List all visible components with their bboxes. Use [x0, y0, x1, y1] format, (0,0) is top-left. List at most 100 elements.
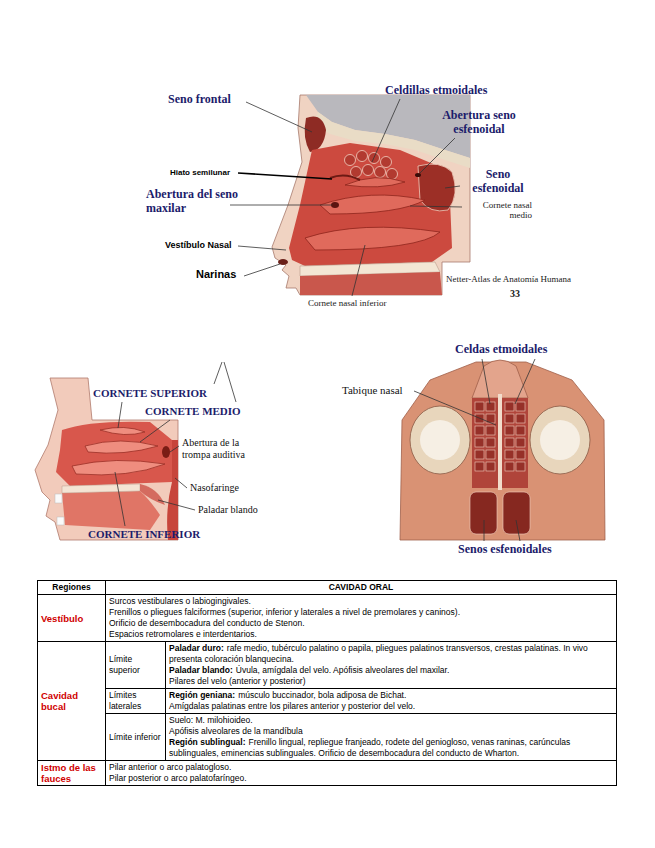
illustration-shape [115, 472, 125, 526]
table-text: Pilar anterior o arco palatogloso. [109, 762, 613, 773]
illustration-shape [72, 460, 165, 474]
illustration-shape [300, 272, 442, 295]
part-label: Tabique nasal [342, 384, 403, 397]
illustration-shape [505, 438, 514, 447]
illustration-shape [244, 264, 280, 276]
illustration-shape [167, 440, 178, 540]
illustration-shape [62, 484, 140, 493]
illustration-shape [516, 402, 525, 411]
axial-section-figure [400, 360, 605, 540]
table-cell: CAVIDAD ORAL [106, 581, 617, 595]
illustration-shape [375, 167, 386, 178]
illustration-shape [516, 438, 525, 447]
illustration-shape [224, 362, 236, 402]
table-cell: Pilar anterior o arco palatogloso. Pilar… [106, 761, 617, 786]
table-cell: Regiones [38, 581, 106, 595]
illustration-shape [62, 491, 160, 530]
illustration-shape [352, 245, 365, 296]
part-label: Cornete nasal inferior [308, 298, 386, 308]
sagittal-nose-figure [272, 95, 470, 295]
table-term: Región geniana: [169, 690, 235, 700]
part-label: CORNETE MEDIO [145, 405, 241, 418]
illustration-shape [320, 195, 425, 214]
illustration-shape [475, 438, 484, 447]
table-cell: Región geniana:músculo buccinador, bola … [166, 689, 617, 714]
illustration-shape [415, 173, 421, 177]
oral-cavity-table: Regiones CAVIDAD ORAL Vestíbulo Surcos v… [37, 580, 617, 786]
page-number: 33 [510, 288, 520, 300]
part-label: Abertura de la trompa auditiva [182, 437, 270, 460]
illustration-shape [410, 206, 462, 207]
illustration-shape [170, 446, 179, 452]
illustration-shape [530, 406, 590, 474]
table-term: Paladar duro: [169, 643, 224, 653]
illustration-shape [516, 414, 525, 423]
table-text: Orificio de desembocadura del conducto d… [109, 618, 613, 629]
illustration-shape [475, 402, 484, 411]
illustration-shape [158, 500, 195, 510]
part-label: Cornete nasal medio [466, 200, 532, 221]
part-label: Senos esfenoidales [458, 543, 552, 557]
illustration-shape [486, 438, 495, 447]
illustration-shape [381, 157, 392, 168]
illustration-shape [516, 450, 525, 459]
table-cell: Límite inferior [106, 714, 166, 761]
part-label: Nasofaringe [190, 482, 239, 494]
table-cell: Surcos vestibulares o labiogingivales. F… [106, 595, 617, 642]
table-text: Surcos vestibulares o labiogingivales. [109, 596, 613, 607]
table-cell: Suelo: M. milohioideo. Apófisis alveolar… [166, 714, 617, 761]
illustration-shape [516, 520, 520, 541]
illustration-shape [420, 420, 460, 460]
part-label: Seno frontal [168, 93, 231, 107]
illustration-shape [486, 462, 495, 471]
illustration-shape [305, 227, 440, 250]
part-label: Celdillas etmoidales [385, 84, 487, 98]
illustration-shape [330, 175, 360, 180]
illustration-shape [272, 95, 470, 295]
illustration-shape [175, 478, 187, 488]
table-line: Paladar duro:rafe medio, tubérculo palat… [169, 643, 613, 665]
illustration-shape [486, 402, 495, 411]
illustration-shape [246, 102, 312, 132]
table-term: Paladar blando: [169, 665, 233, 675]
illustration-shape [486, 450, 495, 459]
part-label: Abertura seno esfenoidal [433, 109, 525, 137]
illustration-shape [238, 173, 332, 179]
table-text: Apófisis alveolares de la mandíbula [169, 726, 613, 737]
illustration-shape [484, 520, 485, 541]
part-label: CORNETE SUPERIOR [93, 387, 207, 400]
illustration-shape [410, 406, 470, 474]
table-text: rafe medio, tubérculo palatino o papila,… [169, 643, 588, 664]
table-cell: Vestíbulo [38, 595, 106, 642]
illustration-shape [305, 117, 326, 153]
illustration-shape [445, 186, 460, 188]
region-name: Cavidad bucal [41, 690, 78, 712]
illustration-shape [475, 462, 484, 471]
illustration-shape [118, 402, 122, 428]
illustration-shape [57, 517, 64, 525]
table-line: Paladar blando:Úvula, amígdala del velo.… [169, 665, 613, 676]
table-cell: Istmo de las fauces [38, 761, 106, 786]
illustration-shape [372, 99, 400, 162]
table-term: Región sublingual: [169, 737, 246, 747]
table-text: Espacios retromolares e interdentarios. [109, 629, 613, 640]
table-cell: Cavidad bucal [38, 642, 106, 761]
limit-name: Límites laterales [109, 690, 141, 711]
illustration-shape [230, 205, 332, 206]
part-label: Paladar blando [198, 504, 258, 516]
table-header: CAVIDAD ORAL [329, 582, 394, 592]
table-text: Pilares del velo (anterior y posterior) [169, 676, 613, 687]
leader-lines [230, 99, 462, 296]
illustration-shape [357, 151, 368, 162]
part-label: Abertura del seno maxilar [146, 188, 246, 216]
table-cell: Paladar duro:rafe medio, tubérculo palat… [166, 642, 617, 689]
limit-name: Límite superior [109, 654, 140, 675]
illustration-shape [482, 359, 490, 404]
illustration-shape [238, 246, 286, 250]
part-label: Narinas [196, 268, 236, 281]
illustration-shape [470, 492, 497, 534]
table-header: Regiones [52, 582, 90, 592]
table-text: Suelo: M. milohioideo. [169, 715, 613, 726]
illustration-shape [472, 360, 528, 398]
